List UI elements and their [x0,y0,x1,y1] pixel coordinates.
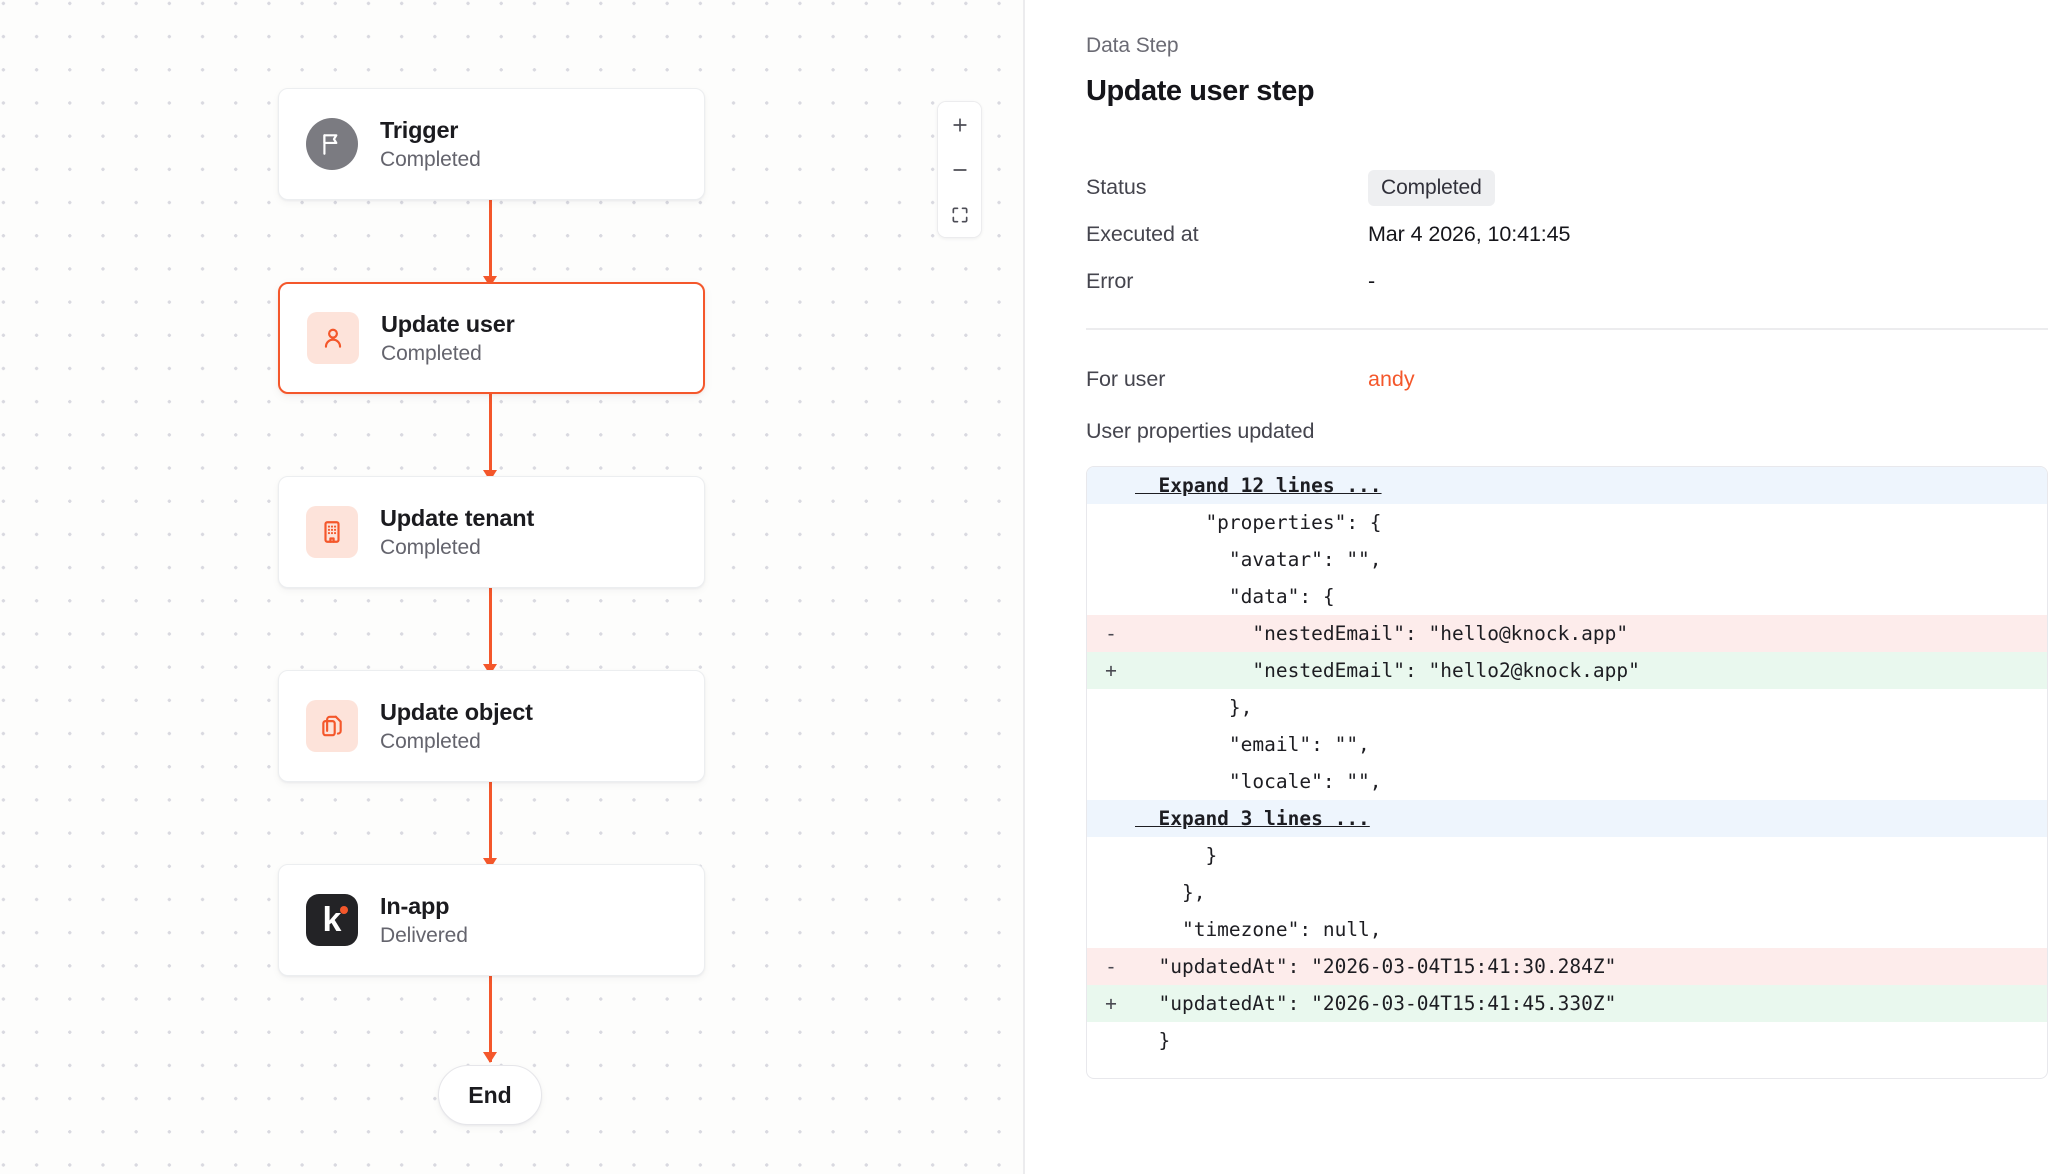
workflow-canvas[interactable]: Trigger Completed Update user Completed [0,0,1025,1174]
diff-code: "nestedEmail": "hello2@knock.app" [1135,658,1640,682]
diff-code: "updatedAt": "2026-03-04T15:41:45.330Z" [1135,991,1617,1015]
diff-line-added: + "updatedAt": "2026-03-04T15:41:45.330Z… [1087,984,2047,1022]
user-properties-label: User properties updated [1086,418,1315,443]
for-user-link[interactable]: andy [1368,366,1415,391]
diff-code: "properties": { [1135,510,1382,534]
knock-logo-mark: k [315,903,349,937]
diff-line: } [1087,836,2047,874]
meta-label: Error [1086,269,1134,293]
user-properties-diff[interactable]: Expand 12 lines ... "properties": { "ava… [1086,465,2048,1079]
diff-code: "avatar": "", [1135,547,1382,571]
diff-code: "updatedAt": "2026-03-04T15:41:30.284Z" [1135,954,1617,978]
knock-logo-icon: k [306,894,358,946]
copy-icon [306,700,358,752]
diff-line: "data": { [1087,577,2047,615]
step-meta-list: Status Completed Executed at Mar 4 2026,… [1086,164,2048,305]
node-text: Update user Completed [381,311,515,366]
node-text: Trigger Completed [380,117,481,172]
diff-code: "nestedEmail": "hello@knock.app" [1135,621,1629,645]
panel-eyebrow: Data Step [1086,34,1179,57]
meta-row-error: Error - [1086,258,2048,305]
node-title: In-app [380,892,450,919]
workflow-node-update-user[interactable]: Update user Completed [278,282,705,394]
user-icon [307,312,359,364]
diff-line: } [1087,1021,2047,1059]
zoom-in-icon[interactable] [938,102,981,147]
meta-label: Executed at [1086,222,1199,246]
diff-expand-row[interactable]: Expand 3 lines ... [1087,799,2047,837]
diff-gutter: - [1105,621,1117,645]
for-user-section: For user andy [1086,356,2048,403]
connector-update-user-to-update-tenant [489,394,492,480]
diff-expand-link[interactable]: Expand 3 lines ... [1135,806,1370,830]
knock-letter-k: k [322,901,342,939]
node-status: Completed [380,729,481,753]
diff-code: } [1135,843,1218,867]
workflow-node-trigger[interactable]: Trigger Completed [278,88,705,200]
diff-expand-link[interactable]: Expand 12 lines ... [1135,473,1382,497]
diff-line: "properties": { [1087,503,2047,541]
meta-row-status: Status Completed [1086,164,2048,211]
diff-line-removed: - "nestedEmail": "hello@knock.app" [1087,614,2047,652]
diff-code: "email": "", [1135,732,1370,756]
fit-view-icon[interactable] [938,192,981,237]
diff-gutter: + [1105,991,1117,1015]
node-text: Update tenant Completed [380,505,534,560]
node-title: Update user [381,310,515,337]
zoom-controls[interactable] [937,101,982,238]
node-text: In-app Delivered [380,893,468,948]
step-details-panel: Data Step Update user step Status Comple… [1025,0,2048,1174]
page-title: Update user step [1086,75,1315,107]
diff-expand-row[interactable]: Expand 12 lines ... [1087,466,2047,504]
for-user-label: For user [1086,366,1166,391]
diff-code: "timezone": null, [1135,917,1382,941]
diff-line: }, [1087,688,2047,726]
diff-gutter: + [1105,658,1117,682]
error-value: - [1368,269,1376,293]
connector-update-tenant-to-update-object [489,588,492,674]
connector-update-object-to-in-app [489,782,492,868]
diff-code: }, [1135,880,1206,904]
diff-line: "timezone": null, [1087,910,2047,948]
diff-line: }, [1087,873,2047,911]
diff-gutter: - [1105,954,1117,978]
workflow-node-update-tenant[interactable]: Update tenant Completed [278,476,705,588]
diff-code: "data": { [1135,584,1335,608]
diff-line: "email": "", [1087,725,2047,763]
diff-line-removed: - "updatedAt": "2026-03-04T15:41:30.284Z… [1087,947,2047,985]
diff-line: "avatar": "", [1087,540,2047,578]
connector-in-app-to-end [489,976,492,1062]
diff-code: } [1135,1028,1171,1052]
workflow-node-in-app[interactable]: k In-app Delivered [278,864,705,976]
node-status: Completed [380,147,481,171]
executed-at-value: Mar 4 2026, 10:41:45 [1368,222,1571,246]
meta-row-for-user: For user andy [1086,356,2048,403]
node-status: Delivered [380,923,468,947]
zoom-out-icon[interactable] [938,147,981,192]
meta-row-executed-at: Executed at Mar 4 2026, 10:41:45 [1086,211,2048,258]
node-title: Trigger [380,116,459,143]
diff-line: "locale": "", [1087,762,2047,800]
diff-code: }, [1135,695,1253,719]
flag-icon [306,118,358,170]
status-badge: Completed [1368,169,1495,206]
connector-trigger-to-update-user [489,200,492,286]
building-icon [306,506,358,558]
node-title: Update tenant [380,504,535,531]
node-title: Update object [380,698,533,725]
node-text: Update object Completed [380,699,533,754]
node-status: Completed [380,535,481,559]
diff-code: "locale": "", [1135,769,1382,793]
diff-line-added: + "nestedEmail": "hello2@knock.app" [1087,651,2047,689]
panel-divider [1086,328,2048,330]
node-status: Completed [381,341,482,365]
workflow-node-update-object[interactable]: Update object Completed [278,670,705,782]
meta-label: Status [1086,175,1147,199]
workflow-node-end[interactable]: End [438,1065,542,1125]
knock-accent-dot [340,906,348,914]
